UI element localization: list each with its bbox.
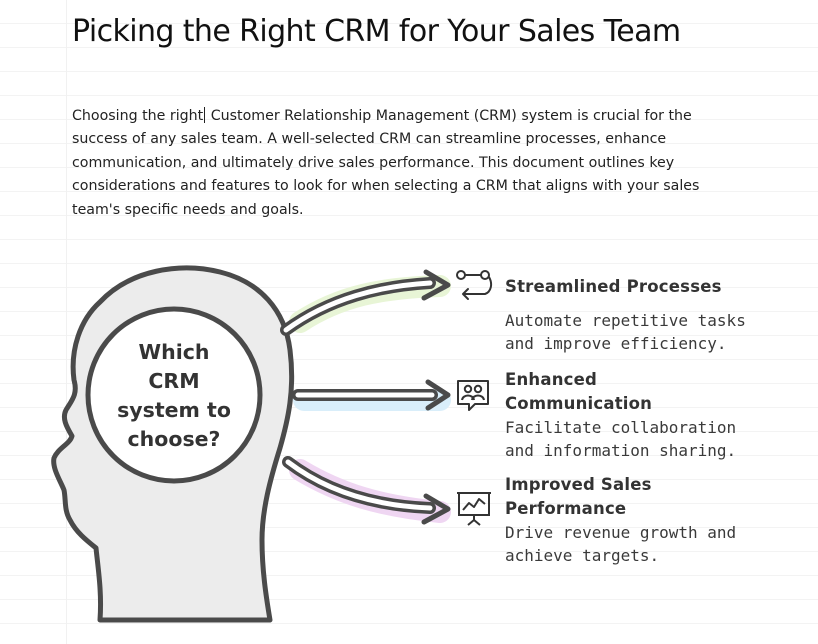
question-line: choose? [127, 427, 221, 451]
benefit-enhanced-communication: Enhanced Communication Facilitate collab… [505, 368, 736, 462]
people-chat-icon [457, 380, 489, 411]
intro-paragraph[interactable]: Choosing the right Customer Relationship… [72, 105, 712, 222]
presentation-chart-icon [457, 492, 491, 526]
intro-text-rest: Customer Relationship Management (CRM) s… [72, 108, 700, 218]
intro-text-start: Choosing the right [72, 108, 204, 124]
benefit-description: Facilitate collaboration [505, 418, 737, 437]
arrow-shaft-fill-3 [285, 459, 433, 511]
benefit-description: and improve efficiency. [505, 334, 727, 353]
benefit-description: Drive revenue growth and [505, 523, 737, 542]
text-cursor [204, 107, 206, 123]
benefit-description: Automate repetitive tasks [505, 311, 746, 330]
benefit-title: Streamlined Processes [505, 277, 722, 296]
arrow-head-2 [425, 379, 451, 411]
benefit-title: Communication [505, 394, 653, 413]
arrow-head-1 [421, 269, 451, 301]
benefit-description: achieve targets. [505, 546, 660, 565]
question-text: Which CRM system to choose? [104, 338, 244, 454]
arrow-shaft-fill-1 [283, 280, 433, 333]
benefit-description: and information sharing. [505, 441, 737, 460]
benefit-title: Performance [505, 499, 627, 518]
question-line: system to [117, 398, 231, 422]
question-line: Which [138, 340, 210, 364]
arrow-head-3 [421, 493, 451, 525]
process-flow-icon [456, 270, 493, 300]
benefit-streamlined-processes: Streamlined Processes Automate repetitiv… [505, 275, 746, 355]
benefit-title: Improved Sales [505, 475, 652, 494]
question-line: CRM [148, 369, 200, 393]
benefit-title: Enhanced [505, 370, 598, 389]
benefit-improved-sales-performance: Improved Sales Performance Drive revenue… [505, 473, 736, 567]
question-circle [85, 306, 263, 484]
margin-line [66, 0, 67, 644]
page-title: Picking the Right CRM for Your Sales Tea… [72, 14, 681, 49]
